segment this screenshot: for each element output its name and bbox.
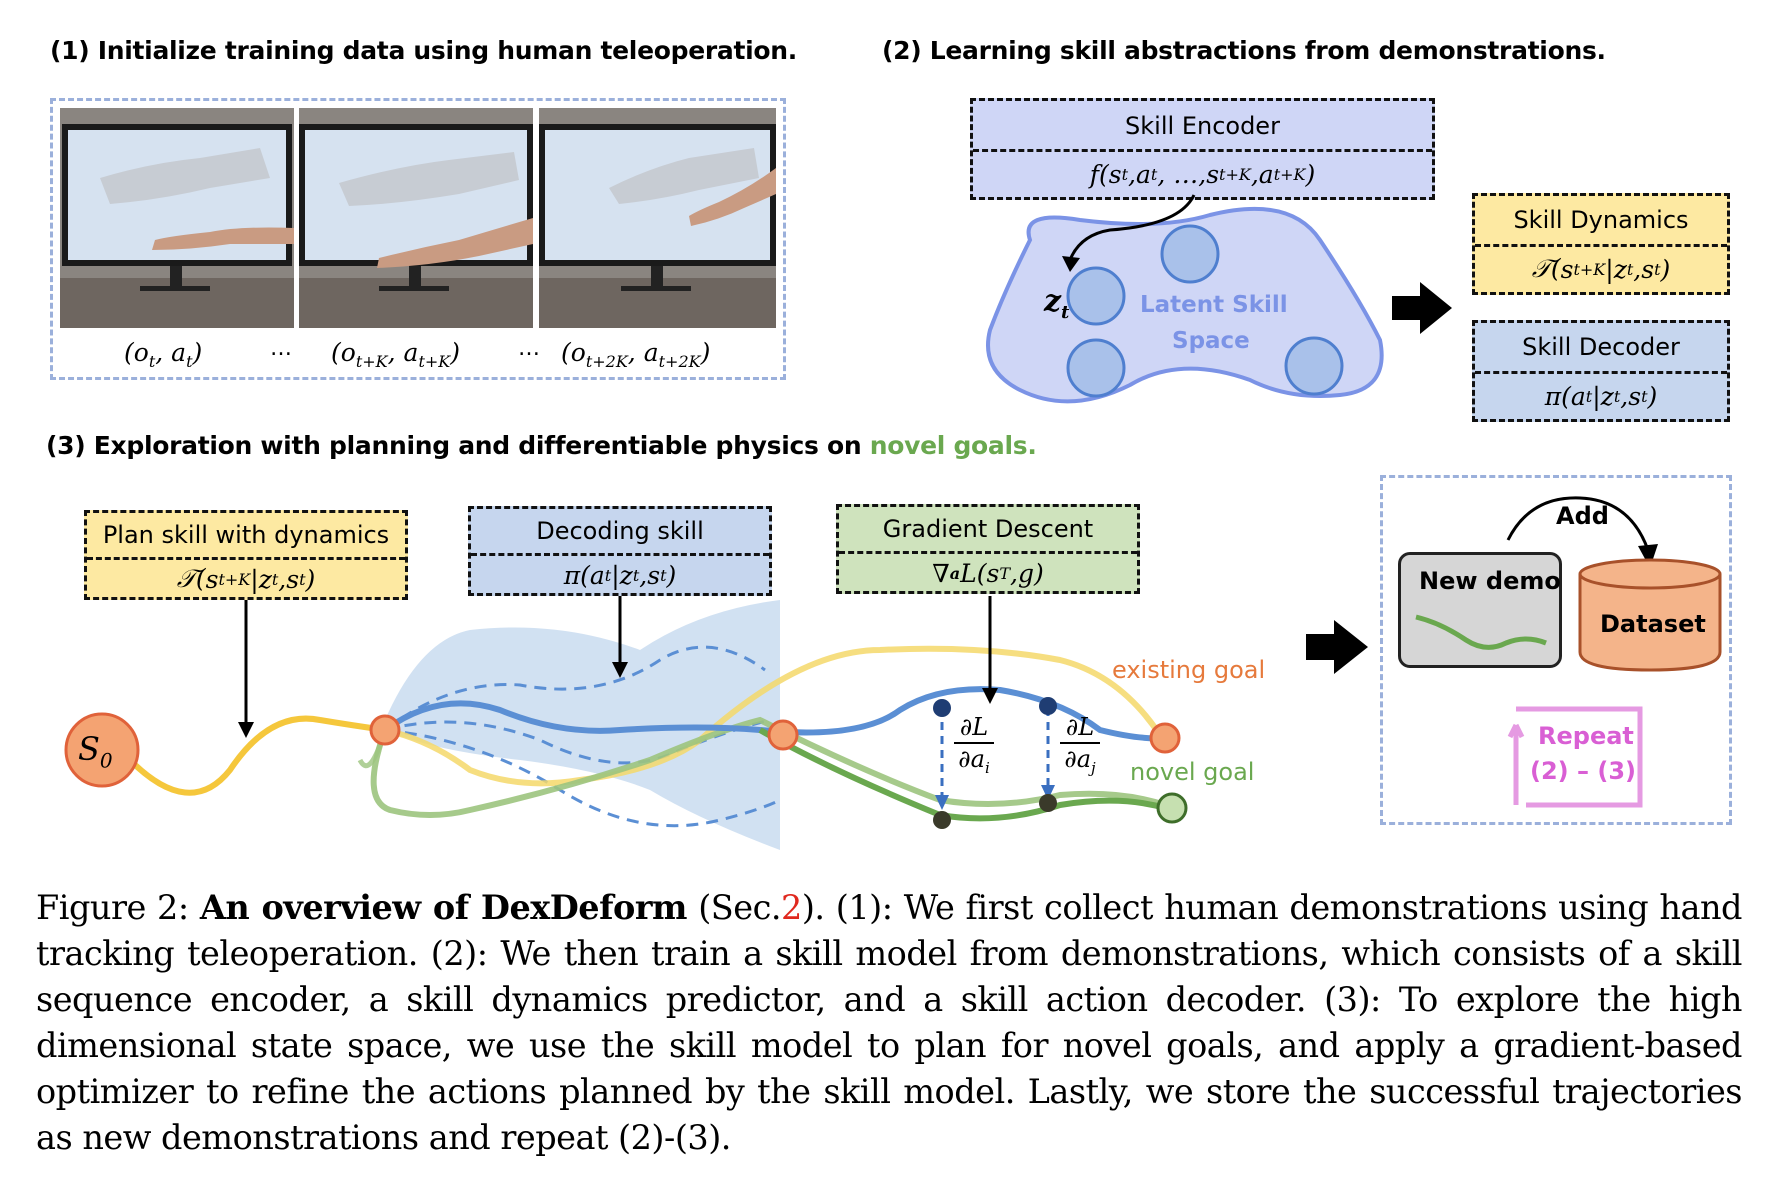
dataset-cylinder-icon (1578, 558, 1722, 672)
skill-decoder-title: Skill Decoder (1522, 333, 1680, 361)
skill-encoder-title: Skill Encoder (1125, 112, 1280, 140)
teleop-label-3: (ot+2K, at+2K) (561, 338, 711, 371)
add-curved-arrow (1506, 496, 1658, 568)
teleop-photo-3 (539, 108, 776, 328)
step3-heading-highlight: novel goals. (869, 431, 1037, 460)
figure-caption: Figure 2: An overview of DexDeform (Sec.… (36, 885, 1743, 1161)
latent-space-graphic (986, 194, 1384, 404)
step1-heading: (1) Initialize training data using human… (50, 36, 797, 65)
box-pointer-arrows (238, 596, 998, 738)
teleop-label-1: (ot, at) (124, 338, 203, 371)
caption-title: An overview of DexDeform (199, 888, 688, 927)
caption-sec-open: (Sec. (698, 888, 781, 927)
teleop-photo-3-image (539, 108, 776, 328)
teleop-ellipsis-2: … (518, 336, 540, 361)
teleop-photo-2 (299, 108, 533, 328)
trajectory-graphic (64, 600, 1188, 850)
caption-sec-close: ). (801, 888, 825, 927)
teleop-ellipsis-1: … (270, 336, 292, 361)
new-demo-box: New demo (1398, 552, 1562, 668)
decoding-skill-title: Decoding skill (536, 517, 704, 545)
arrow-right-icon-2 (1306, 620, 1368, 674)
repeat-bracket (1507, 706, 1643, 808)
step3-heading-prefix: (3) Exploration with planning and differ… (46, 431, 870, 460)
dataset-label: Dataset (1600, 610, 1706, 638)
teleop-photo-1-image (60, 108, 294, 328)
caption-sec-ref[interactable]: 2 (780, 888, 802, 927)
skill-dynamics-title: Skill Dynamics (1513, 206, 1689, 234)
latent-label-line2: Space (1172, 328, 1250, 354)
caption-label: Figure 2: (36, 888, 189, 927)
latent-label-line1: Latent Skill (1140, 292, 1288, 318)
arrow-right-icon (1392, 282, 1452, 334)
new-demo-label: New demo (1419, 567, 1561, 595)
teleop-label-2: (ot+K, at+K) (331, 338, 460, 371)
grad-i-label: ∂L∂ai (954, 712, 994, 783)
teleop-panel (50, 98, 786, 380)
plan-skill-title: Plan skill with dynamics (102, 521, 390, 549)
s0-label: S0 (78, 730, 113, 773)
existing-goal-label: existing goal (1112, 656, 1266, 684)
gradient-descent-title: Gradient Descent (882, 515, 1094, 543)
repeat-label-line1: Repeat (1538, 722, 1634, 750)
new-demo-trajectory (1415, 614, 1547, 650)
novel-goal-label: novel goal (1130, 758, 1255, 786)
dataset-panel (1380, 475, 1732, 825)
caption-body: (1): We first collect human demonstratio… (36, 888, 1743, 1157)
repeat-label-line2: (2) – (3) (1530, 757, 1636, 785)
step3-heading: (3) Exploration with planning and differ… (46, 431, 1037, 460)
teleop-photo-2-image (299, 108, 533, 328)
teleop-photo-1 (60, 108, 294, 328)
add-label: Add (1556, 502, 1609, 530)
step2-heading: (2) Learning skill abstractions from dem… (882, 36, 1606, 65)
latent-z-label: zt (1044, 284, 1070, 323)
grad-j-label: ∂L∂aj (1060, 712, 1100, 783)
